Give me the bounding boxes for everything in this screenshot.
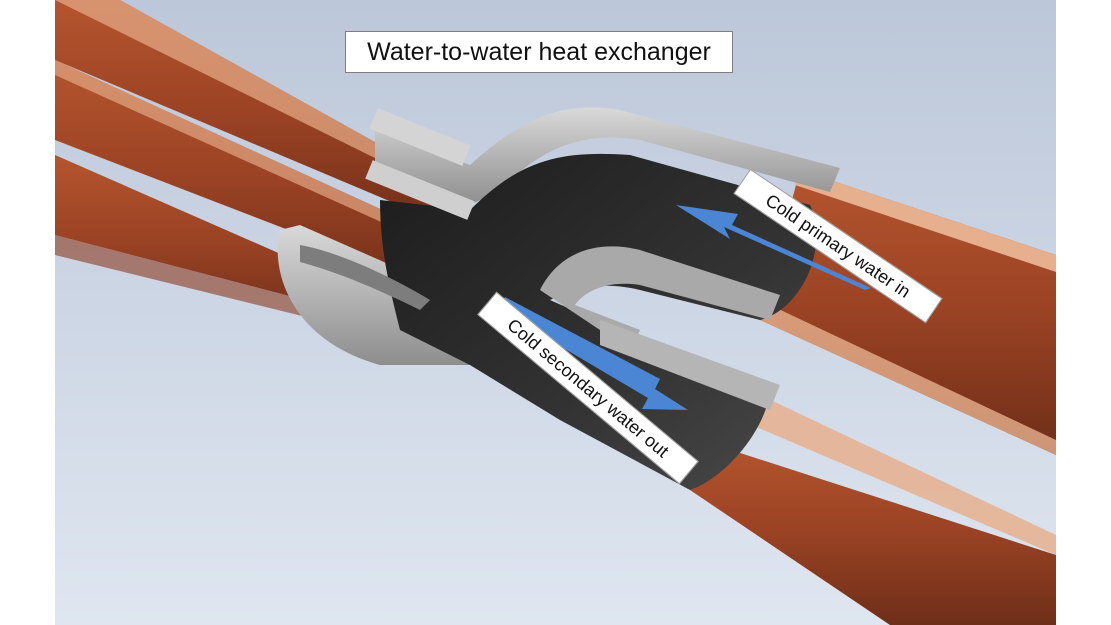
fitting-upper-sleeve — [375, 107, 840, 205]
fitting-flange-mid — [365, 160, 475, 220]
fitting-body — [277, 107, 840, 490]
flow-arrows — [499, 205, 871, 410]
fitting-lower-sleeve — [600, 320, 780, 410]
diagram-title: Water-to-water heat exchanger — [345, 31, 733, 73]
secondary-flow-arrow — [499, 297, 688, 410]
fitting-gasket — [300, 245, 430, 310]
copper-pipe-secondary-out — [690, 440, 1056, 625]
primary-flow-arrow — [676, 205, 871, 290]
fitting-flange-top — [369, 108, 471, 166]
